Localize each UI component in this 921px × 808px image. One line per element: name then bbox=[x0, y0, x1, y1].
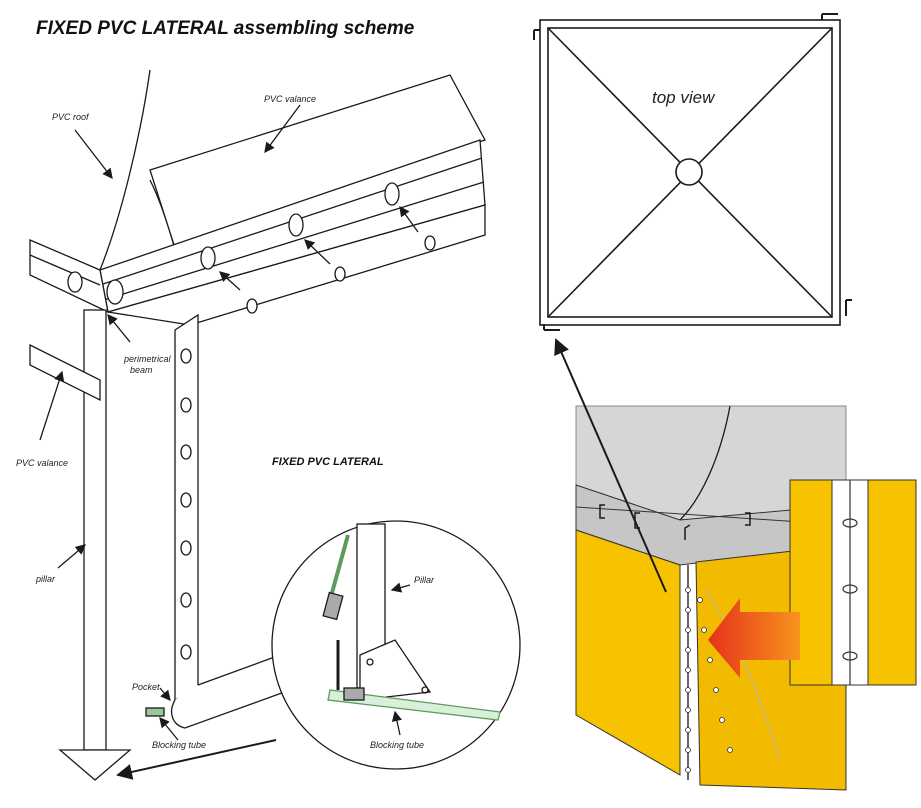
center-hub bbox=[675, 158, 703, 186]
blocking-tube-small bbox=[145, 707, 165, 717]
label-pocket: Pocket bbox=[132, 682, 160, 692]
label-pillar-detail: Pillar bbox=[414, 575, 435, 585]
label-pillar: pillar bbox=[35, 574, 56, 584]
label-pvc-valance-top: PVC valance bbox=[264, 94, 316, 104]
isometric-structure bbox=[29, 69, 486, 781]
pillar-base bbox=[58, 749, 132, 781]
pvc-roof-sheet bbox=[99, 69, 151, 271]
label-blocking-tube-detail: Blocking tube bbox=[370, 740, 424, 750]
label-fixed-pvc-lateral: FIXED PVC LATERAL bbox=[272, 456, 384, 468]
label-blocking-tube-left: Blocking tube bbox=[152, 740, 206, 750]
diagram-title: FIXED PVC LATERAL assembling scheme bbox=[36, 18, 415, 39]
label-top-view: top view bbox=[652, 88, 716, 107]
detail-circle bbox=[271, 520, 521, 770]
pvc-valance-top bbox=[149, 74, 486, 249]
pocket bbox=[171, 654, 291, 729]
yellow-corner-render bbox=[554, 338, 917, 791]
yellow-panel-left bbox=[575, 529, 681, 776]
label-pvc-roof: PVC roof bbox=[52, 112, 90, 122]
label-pvc-valance-side: PVC valance bbox=[16, 458, 68, 468]
pvc-valance-side bbox=[29, 343, 101, 402]
top-view-square bbox=[533, 13, 852, 331]
beam-bolt bbox=[106, 279, 124, 305]
red-arrow bbox=[708, 598, 800, 678]
